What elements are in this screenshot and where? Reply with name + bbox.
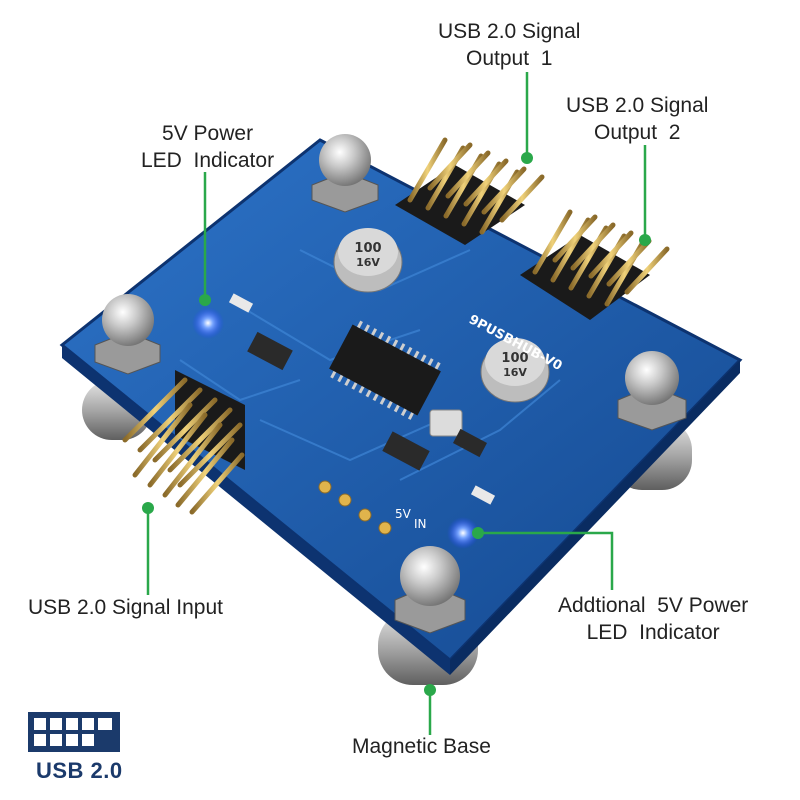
additional-power-led (447, 517, 479, 549)
label-signal-output-2: USB 2.0 Signal Output 2 (566, 94, 709, 144)
pcb-edge-right (450, 360, 740, 675)
nut-h4 (94, 294, 161, 375)
capacitor-ec2: 100 16V (480, 338, 550, 403)
capacitor-ec1: 100 16V (333, 228, 403, 293)
label-signal-input: USB 2.0 Signal Input (28, 596, 223, 619)
crystal-oscillator (429, 409, 463, 437)
power-input-pads (318, 480, 392, 535)
capacitor-voltage: 16V (503, 366, 527, 379)
label-additional-power-led: Addtional 5V Power LED Indicator (558, 594, 749, 644)
pin-header-output-2 (520, 209, 670, 320)
pin-header-output-1 (395, 137, 545, 245)
silkscreen-in: IN (414, 517, 427, 531)
nut-h1 (617, 351, 687, 431)
capacitor-voltage: 16V (356, 256, 380, 269)
leader-additional-led (478, 531, 614, 590)
usb-2-0-badge-text: USB 2.0 (36, 758, 123, 783)
power-led (192, 307, 224, 339)
nut-h3 (311, 134, 379, 213)
silkscreen-5v: 5V (395, 507, 412, 521)
label-signal-output-1: USB 2.0 Signal Output 1 (438, 20, 581, 70)
smd-components (228, 293, 496, 505)
leader-dots (142, 152, 651, 696)
usb-2-0-badge-icon (28, 712, 120, 752)
nut-h2 (394, 546, 466, 634)
capacitor-value: 100 (501, 351, 528, 366)
usb-hub-ic (329, 320, 441, 420)
label-magnetic-base: Magnetic Base (352, 735, 491, 758)
pin-header-input (122, 370, 245, 515)
leader-lines (146, 72, 647, 735)
capacitor-value: 100 (354, 241, 381, 256)
label-power-led: 5V Power LED Indicator (141, 122, 275, 172)
